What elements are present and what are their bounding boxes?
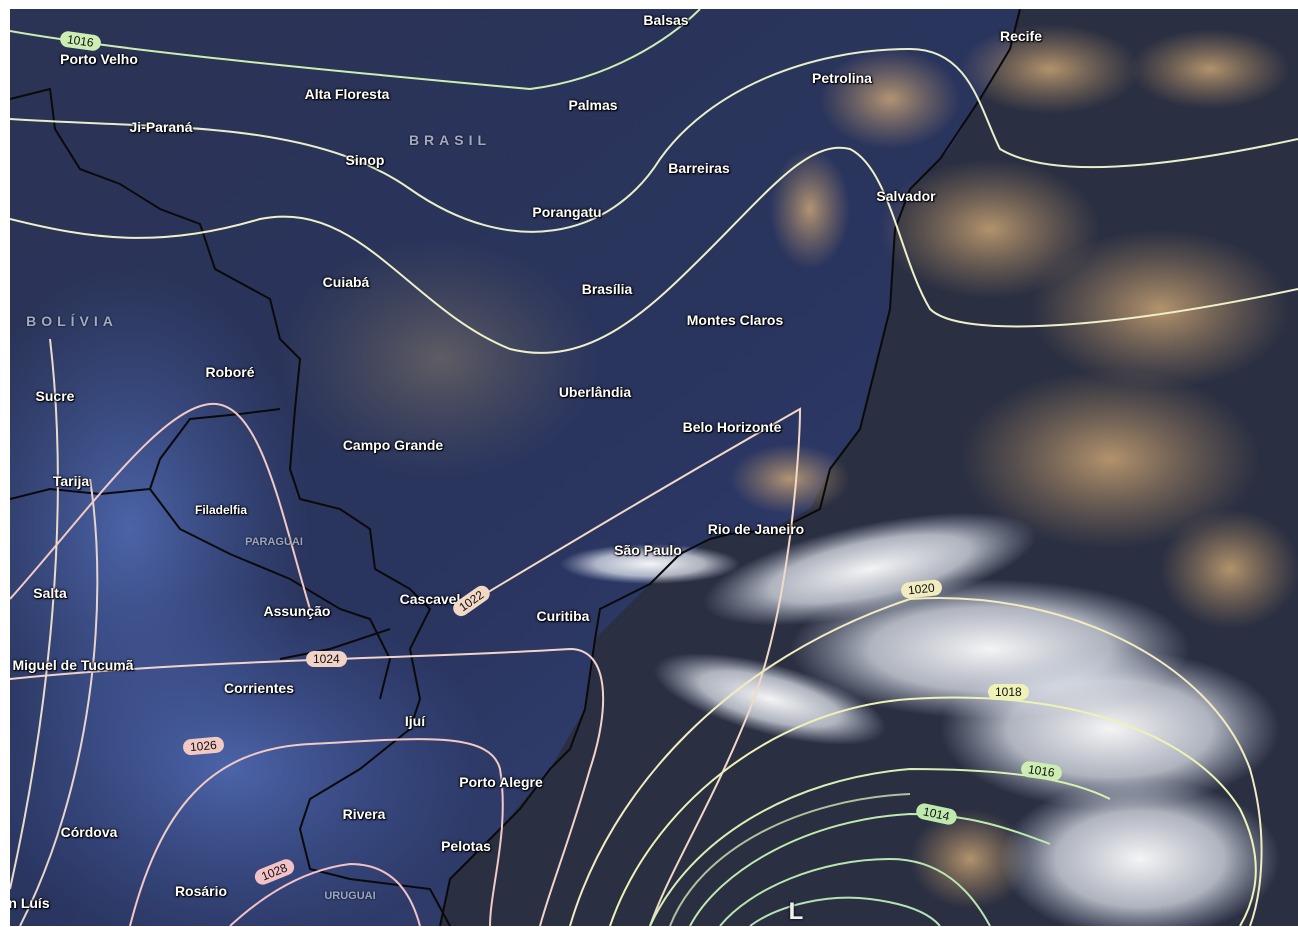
- city-palmas[interactable]: Palmas: [568, 97, 618, 113]
- isobar-line-1022: [459, 407, 802, 926]
- city-san-luis[interactable]: n Luís: [10, 895, 50, 911]
- city-uberlandia[interactable]: Uberlândia: [558, 384, 632, 400]
- city-porto-velho[interactable]: Porto Velho: [60, 51, 138, 67]
- city-barreiras[interactable]: Barreiras: [668, 160, 730, 176]
- city-balsas[interactable]: Balsas: [643, 12, 689, 28]
- city-sinop[interactable]: Sinop: [345, 152, 385, 168]
- isobar-line-1024: [10, 647, 605, 926]
- city-cordova[interactable]: Córdova: [60, 824, 118, 840]
- city-petrolina[interactable]: Petrolina: [812, 70, 872, 86]
- brazil-west-border: [10, 87, 451, 926]
- city-sao-paulo[interactable]: São Paulo: [614, 542, 682, 558]
- city-ji-parana[interactable]: Ji-Paraná: [129, 119, 193, 135]
- city-rosario[interactable]: Rosário: [174, 883, 228, 899]
- isobar-line-west-1: [10, 338, 59, 890]
- isobar-label-1018: 1018: [988, 684, 1029, 700]
- paraguay-south-border: [279, 628, 391, 660]
- city-salvador[interactable]: Salvador: [876, 188, 936, 204]
- isobar-line-1020-north: [10, 146, 1298, 354]
- borders: [10, 9, 1021, 926]
- city-campo-grande[interactable]: Campo Grande: [342, 437, 444, 453]
- pampas-glow: [10, 589, 490, 926]
- city-salta[interactable]: Salta: [33, 585, 67, 601]
- country-label-uruguai: URUGUAI: [324, 890, 376, 902]
- weather-map[interactable]: BRASIL BOLÍVIA PARAGUAI URUGUAI Balsas P…: [10, 9, 1298, 926]
- isobar-line-inner: [669, 793, 911, 926]
- city-alta-floresta[interactable]: Alta Floresta: [304, 86, 390, 102]
- city-pelotas[interactable]: Pelotas: [441, 838, 491, 854]
- tan-clouds: [730, 24, 1298, 909]
- country-label-brasil: BRASIL: [408, 132, 492, 148]
- isobar-line-1016-nw: [10, 9, 701, 91]
- city-robore[interactable]: Roboré: [205, 364, 255, 380]
- isobar-line-west-2: [19, 478, 99, 926]
- isobar-line-1028: [229, 862, 421, 926]
- city-brasilia[interactable]: Brasília: [581, 281, 633, 297]
- isobar-lines: [10, 9, 1298, 926]
- city-sucre[interactable]: Sucre: [35, 388, 75, 404]
- country-label-paraguai: PARAGUAI: [245, 536, 303, 548]
- isobar-label-1024: 1024: [306, 651, 347, 667]
- paraguay-argentina-border: [149, 488, 392, 700]
- city-tucuman[interactable]: Miguel de Tucumã: [12, 657, 134, 673]
- city-belo-horizonte[interactable]: Belo Horizonte: [682, 419, 782, 435]
- city-montes-claros[interactable]: Montes Claros: [686, 312, 784, 328]
- city-cuiaba[interactable]: Cuiabá: [322, 274, 370, 290]
- city-rio-de-janeiro[interactable]: Rio de Janeiro: [707, 521, 805, 537]
- low-pressure-symbol: L: [788, 898, 804, 925]
- city-cascavel[interactable]: Cascavel: [399, 591, 461, 607]
- city-ijui[interactable]: Ijuí: [404, 713, 426, 729]
- city-porangatu[interactable]: Porangatu: [532, 204, 602, 220]
- city-porto-alegre[interactable]: Porto Alegre: [459, 774, 543, 790]
- isobar-line-1018-north: [10, 47, 1298, 233]
- isobar-line-1012: [719, 857, 991, 926]
- isobar-line-1018: [609, 696, 1257, 926]
- map-canvas[interactable]: [10, 9, 1298, 926]
- city-recife[interactable]: Recife: [999, 28, 1043, 44]
- city-filadelfia[interactable]: Filadelfia: [194, 503, 248, 517]
- isobar-line-1022-west: [10, 402, 311, 610]
- isobar-line-1016-se: [649, 767, 1111, 926]
- isobar-line-1010: [749, 896, 941, 926]
- city-corrientes[interactable]: Corrientes: [223, 680, 295, 696]
- isobar-line-1020: [569, 597, 1263, 926]
- country-label-bolivia: BOLÍVIA: [26, 313, 118, 329]
- city-tarija[interactable]: Tarija: [52, 473, 90, 489]
- isobar-line-1014: [689, 812, 1051, 926]
- coastline: [439, 9, 1021, 926]
- city-rivera[interactable]: Rivera: [342, 806, 386, 822]
- haze-central: [280, 239, 600, 479]
- city-curitiba[interactable]: Curitiba: [536, 608, 590, 624]
- city-assuncao[interactable]: Assunção: [263, 603, 331, 619]
- isobar-line-1026: [129, 738, 504, 926]
